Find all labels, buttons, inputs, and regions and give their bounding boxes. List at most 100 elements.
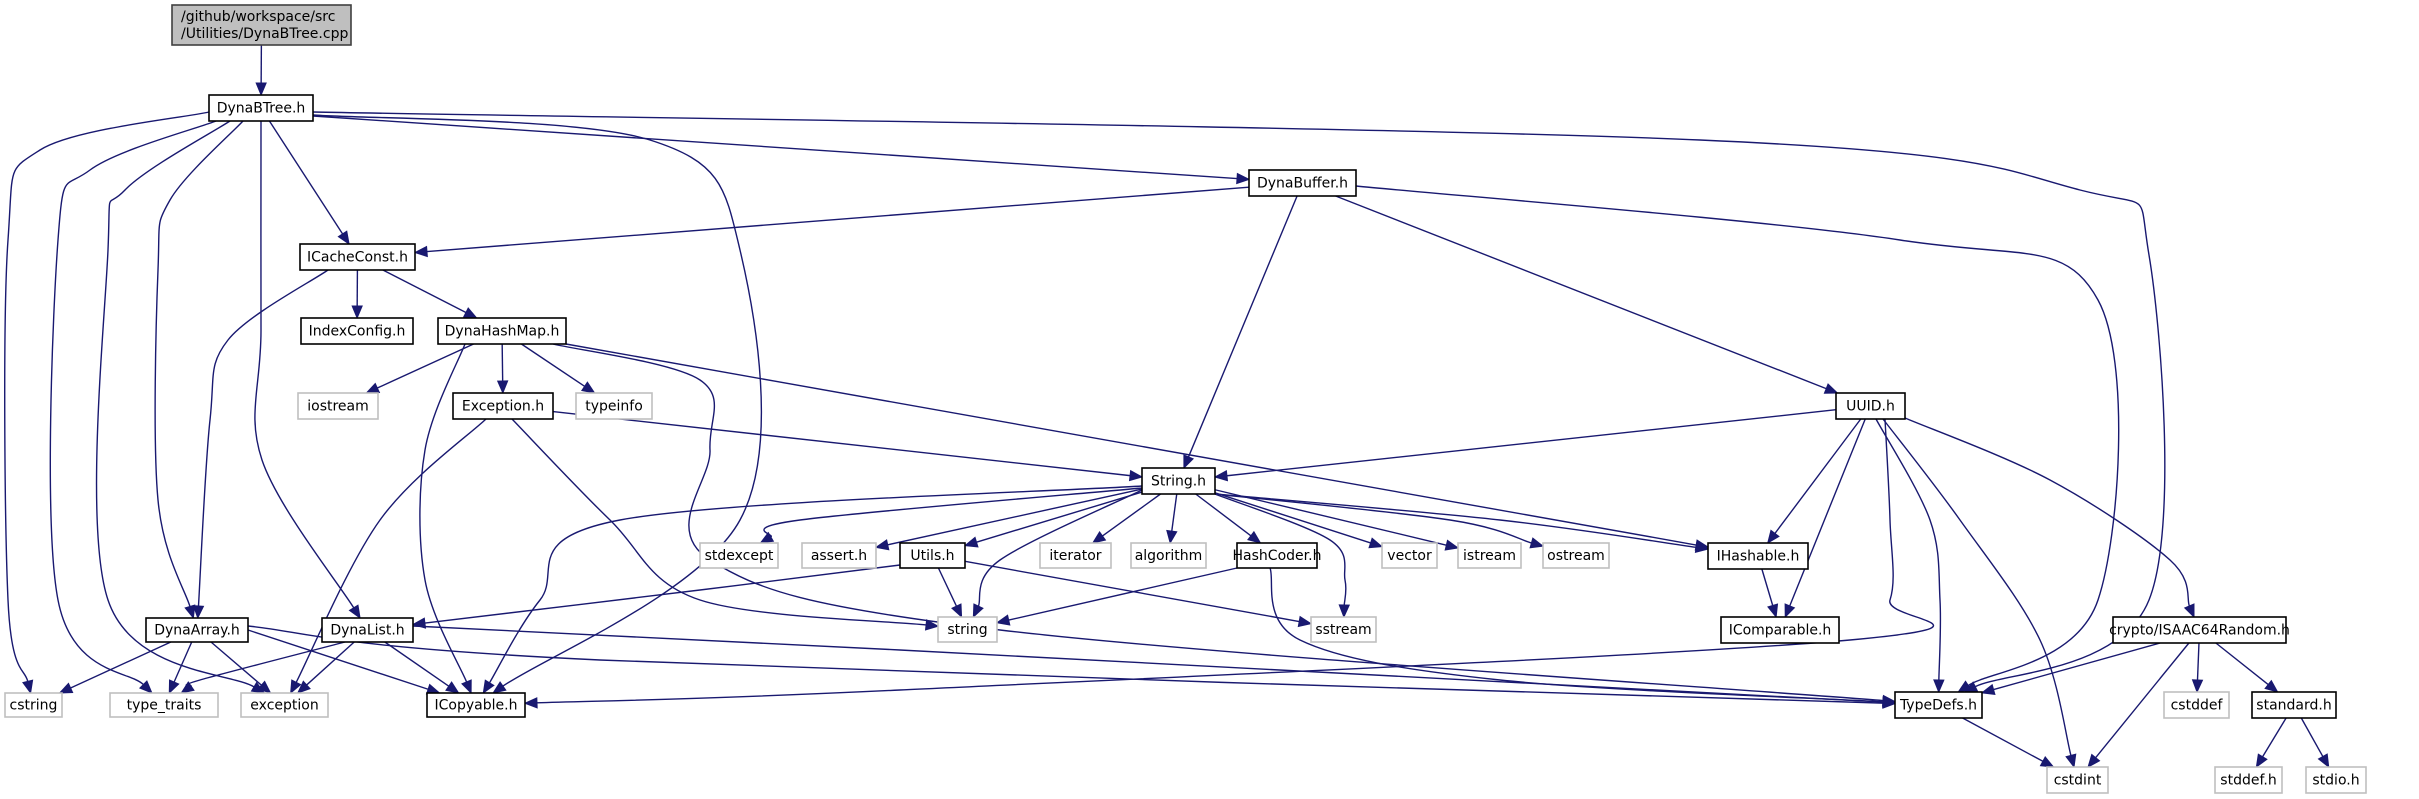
node-dynabtree[interactable]: DynaBTree.h bbox=[208, 94, 314, 122]
node-box bbox=[145, 617, 249, 643]
arrowhead-icon bbox=[1444, 539, 1460, 551]
arrowhead-icon bbox=[496, 380, 509, 395]
edge-line bbox=[763, 487, 1143, 538]
node-dynalist[interactable]: DynaList.h bbox=[321, 617, 414, 643]
node-indexconfig[interactable]: IndexConfig.h bbox=[300, 317, 414, 345]
node-utils[interactable]: Utils.h bbox=[899, 542, 966, 569]
arrowhead-icon bbox=[365, 382, 381, 394]
edge-line bbox=[210, 641, 262, 686]
arrowhead-icon bbox=[184, 604, 196, 620]
node-ihashable[interactable]: IHashable.h bbox=[1707, 542, 1809, 570]
node-istream: istream bbox=[1457, 542, 1522, 569]
node-box bbox=[452, 392, 554, 420]
edge-line bbox=[1962, 717, 2044, 762]
arrowhead-icon bbox=[1213, 469, 1229, 482]
node-label: crypto/ISAAC64Random.h bbox=[2109, 623, 2290, 639]
edge-string_h-to-assert bbox=[874, 488, 1143, 551]
edge-line bbox=[185, 641, 346, 687]
node-icacheconst[interactable]: ICacheConst.h bbox=[299, 243, 416, 271]
node-label: cstdint bbox=[2054, 773, 2102, 789]
node-label: assert.h bbox=[811, 548, 867, 564]
edge-ihashable-to-icomparable bbox=[1761, 568, 1779, 619]
node-exception-h[interactable]: Exception.h bbox=[452, 392, 554, 420]
node-cstddef: cstddef bbox=[2163, 691, 2230, 719]
node-icomparable[interactable]: IComparable.h bbox=[1720, 616, 1840, 644]
node-box bbox=[2046, 766, 2109, 794]
node-typeinfo: typeinfo bbox=[575, 392, 653, 420]
node-box bbox=[1835, 392, 1906, 420]
node-label: cstring bbox=[10, 698, 58, 714]
node-label: typeinfo bbox=[585, 399, 643, 415]
arrowhead-icon bbox=[924, 619, 940, 631]
node-box bbox=[4, 692, 63, 718]
node-standard[interactable]: standard.h bbox=[2251, 691, 2337, 719]
node-label: IComparable.h bbox=[1729, 623, 1832, 639]
node-box bbox=[1248, 169, 1357, 197]
edge-dynabtree-to-icacheconst bbox=[268, 120, 350, 246]
edge-string_h-to-istream bbox=[1214, 489, 1460, 551]
node-hashcoder[interactable]: HashCoder.h bbox=[1233, 542, 1322, 569]
edge-isaac-to-cstdint bbox=[2087, 642, 2190, 769]
node-string-h[interactable]: String.h bbox=[1141, 467, 1216, 495]
arrowhead-icon bbox=[963, 536, 979, 548]
edge-line bbox=[1789, 418, 1866, 607]
node-uuid[interactable]: UUID.h bbox=[1835, 392, 1906, 420]
edge-uuid-to-cstdint bbox=[1882, 418, 2077, 769]
edge-line bbox=[1214, 493, 1347, 606]
node-box bbox=[1381, 542, 1438, 569]
edge-dynalist-to-type_traits bbox=[180, 641, 346, 694]
node-box bbox=[2214, 766, 2283, 794]
edge-isaac-to-cstddef bbox=[2191, 642, 2204, 694]
node-label: stdexcept bbox=[705, 548, 774, 564]
node-label: exception bbox=[250, 698, 318, 714]
arrowhead-icon bbox=[1694, 541, 1710, 553]
arrowhead-icon bbox=[1247, 530, 1262, 544]
node-label: vector bbox=[1387, 548, 1432, 564]
node-dynahashmap[interactable]: DynaHashMap.h bbox=[437, 317, 567, 345]
edge-line bbox=[254, 120, 355, 609]
node-assert: assert.h bbox=[801, 542, 877, 569]
arrowhead-icon bbox=[1784, 603, 1796, 619]
edge-string_h-to-sstream bbox=[1214, 493, 1351, 619]
edge-line bbox=[552, 343, 1884, 702]
arrowhead-icon bbox=[445, 681, 460, 694]
edge-string_h-to-utils bbox=[963, 491, 1143, 548]
arrowhead-icon bbox=[58, 682, 74, 694]
node-root[interactable]: /github/workspace/src/Utilities/DynaBTre… bbox=[171, 4, 352, 46]
arrowhead-icon bbox=[1128, 469, 1144, 482]
node-icopyable[interactable]: ICopyable.h bbox=[426, 692, 526, 718]
node-box bbox=[575, 392, 653, 420]
edge-isaac-to-typedefs bbox=[1980, 642, 2161, 695]
node-dynabuffer[interactable]: DynaBuffer.h bbox=[1248, 169, 1357, 197]
node-typedefs[interactable]: TypeDefs.h bbox=[1894, 691, 1983, 719]
node-isaac[interactable]: crypto/ISAAC64Random.h bbox=[2109, 616, 2290, 644]
arrowhead-icon bbox=[523, 697, 538, 709]
node-label: cstddef bbox=[2171, 698, 2224, 714]
edge-exception_h-to-string bbox=[511, 418, 940, 631]
edge-line bbox=[268, 120, 344, 235]
arrowhead-icon bbox=[290, 679, 302, 695]
edge-icacheconst-to-indexconfig bbox=[351, 269, 363, 320]
node-string: string bbox=[937, 616, 998, 643]
node-type-traits: type_traits bbox=[109, 692, 219, 718]
node-stddef: stddef.h bbox=[2214, 766, 2283, 794]
edge-dynabtree-to-type_traits bbox=[49, 120, 217, 694]
arrowhead-icon bbox=[1338, 604, 1351, 619]
edges-layer bbox=[4, 44, 2330, 769]
edge-line bbox=[1993, 642, 2161, 691]
edge-line bbox=[197, 269, 329, 607]
edge-line bbox=[1195, 493, 1252, 537]
edge-exception_h-to-exception bbox=[290, 418, 487, 695]
node-dynaarray[interactable]: DynaArray.h bbox=[145, 617, 249, 643]
edge-string_h-to-vector bbox=[1214, 492, 1384, 549]
edge-line bbox=[1761, 568, 1774, 606]
node-label: String.h bbox=[1151, 474, 1206, 490]
edge-dynabuffer-to-string_h bbox=[1183, 195, 1298, 470]
node-box bbox=[1720, 616, 1840, 644]
node-iostream: iostream bbox=[297, 392, 379, 420]
edge-standard-to-stddef bbox=[2255, 717, 2287, 769]
node-label: ICopyable.h bbox=[435, 698, 518, 714]
arrowhead-icon bbox=[257, 680, 272, 694]
edge-line bbox=[295, 418, 487, 683]
arrowhead-icon bbox=[759, 531, 775, 544]
